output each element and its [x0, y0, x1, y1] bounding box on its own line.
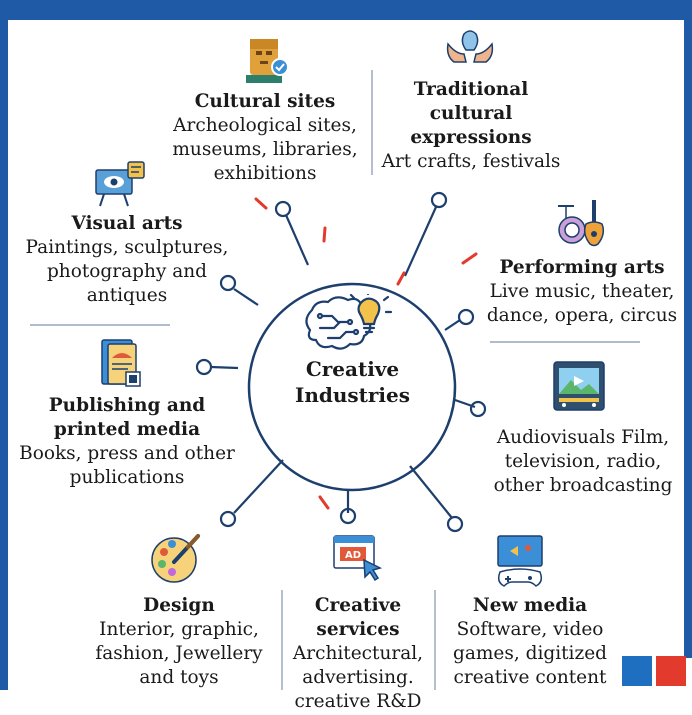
design-desc-3: and toys: [139, 667, 219, 688]
publishing-title-2: printed media: [53, 419, 201, 440]
brain-lightbulb-icon: [300, 290, 396, 360]
creative-services-desc-3: creative R&D: [294, 691, 422, 712]
publishing-desc-2: publications: [69, 467, 185, 488]
design-desc-1: Interior, graphic,: [99, 619, 259, 640]
traditional-desc-1: Art crafts, festivals: [381, 151, 561, 172]
traditional-title-1: Traditional: [413, 79, 529, 100]
new-media-desc-2: games, digitized: [452, 643, 608, 664]
svg-text:AD: AD: [345, 550, 361, 561]
node-circle: [219, 510, 237, 528]
creative-services-desc-2: advertising.: [302, 667, 414, 688]
game-monitor-icon: [494, 534, 546, 592]
performing-arts-desc-2: dance, opera, circus: [486, 305, 678, 326]
cultural-sites-desc-3: exhibitions: [213, 163, 317, 184]
performing-arts-desc-1: Live music, theater,: [489, 281, 675, 302]
center-circle: [247, 282, 457, 492]
book-icon: [100, 338, 144, 392]
design-block: Design Interior, graphic, fashion, Jewel…: [80, 594, 278, 690]
guitar-drum-icon: [556, 198, 608, 252]
presentation-eye-icon: [94, 160, 146, 212]
traditional-title-2: cultural: [429, 103, 513, 124]
visual-arts-title: Visual arts: [71, 213, 183, 234]
visual-arts-desc-1: Paintings, sculptures,: [25, 237, 229, 258]
audiovisuals-desc-1: Audiovisuals Film,: [496, 427, 670, 448]
node-circle: [457, 308, 475, 326]
red-square-decoration: [656, 656, 686, 686]
ad-browser-icon: AD: [332, 534, 384, 588]
creative-services-title-2: services: [316, 619, 400, 640]
cultural-sites-block: Cultural sites Archeological sites, muse…: [160, 90, 370, 186]
center-title: Creative Industries: [270, 356, 435, 408]
statue-icon: [242, 37, 290, 89]
visual-arts-desc-2: photography and: [46, 261, 208, 282]
visual-arts-block: Visual arts Paintings, sculptures, photo…: [12, 212, 242, 308]
node-circle: [274, 200, 292, 218]
new-media-block: New media Software, video games, digitiz…: [440, 594, 620, 690]
design-desc-2: fashion, Jewellery: [95, 643, 263, 664]
new-media-desc-3: creative content: [453, 667, 607, 688]
cultural-sites-desc-1: Archeological sites,: [173, 115, 357, 136]
visual-arts-desc-3: antiques: [86, 285, 168, 306]
center-title-line-2: Industries: [294, 383, 411, 407]
design-title: Design: [143, 595, 215, 616]
creative-services-desc-1: Architectural,: [292, 643, 424, 664]
node-circle: [219, 274, 237, 292]
audiovisuals-desc-3: other broadcasting: [493, 475, 673, 496]
film-icon: [552, 360, 606, 416]
audiovisuals-block: Audiovisuals Film, television, radio, ot…: [484, 426, 682, 498]
center-title-line-1: Creative: [305, 357, 400, 381]
left-border: [0, 0, 8, 690]
blue-square-decoration: [622, 656, 652, 686]
publishing-block: Publishing and printed media Books, pres…: [12, 394, 242, 490]
performing-arts-block: Performing arts Live music, theater, dan…: [482, 256, 682, 328]
new-media-title: New media: [472, 595, 588, 616]
cultural-sites-desc-2: museums, libraries,: [172, 139, 358, 160]
brush-palette-icon: [150, 532, 202, 588]
cultural-sites-title: Cultural sites: [194, 91, 336, 112]
creative-services-block: Creative services Architectural, adverti…: [282, 594, 434, 714]
publishing-title-1: Publishing and: [48, 395, 206, 416]
creative-services-title-1: Creative: [314, 595, 402, 616]
traditional-block: Traditional cultural expressions Art cra…: [376, 78, 566, 174]
right-border: [684, 0, 692, 658]
performing-arts-title: Performing arts: [499, 257, 665, 278]
node-circle: [339, 507, 357, 525]
node-circle: [446, 515, 464, 533]
publishing-desc-1: Books, press and other: [19, 443, 235, 464]
new-media-desc-1: Software, video: [456, 619, 604, 640]
node-circle: [195, 358, 213, 376]
traditional-title-3: expressions: [410, 127, 532, 148]
node-circle: [430, 191, 448, 209]
pottery-hands-icon: [446, 26, 494, 74]
top-banner: [0, 0, 692, 20]
audiovisuals-desc-2: television, radio,: [504, 451, 662, 472]
node-circle: [469, 400, 487, 418]
